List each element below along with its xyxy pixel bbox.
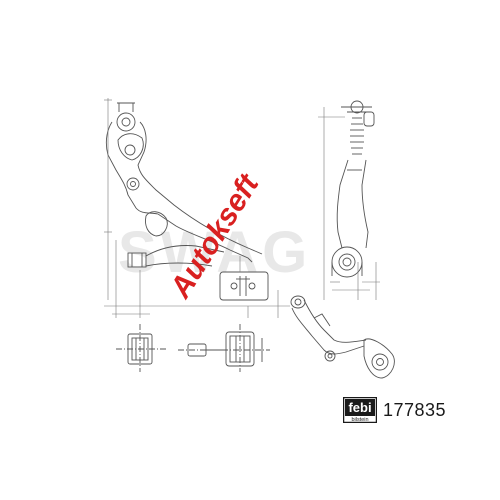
perspective-view-arm xyxy=(290,295,395,379)
front-view-dimensions xyxy=(104,98,290,318)
logo-subtext: bilstein xyxy=(351,417,368,423)
logo-text: febi xyxy=(348,400,371,415)
part-number: 177835 xyxy=(383,400,447,420)
bushing-detail-right xyxy=(178,324,270,372)
bushing-detail-left xyxy=(116,324,166,372)
side-view-arm xyxy=(331,100,375,278)
febi-logo: febi bilstein xyxy=(343,397,377,423)
front-view-arm xyxy=(105,102,269,301)
side-view-dimensions xyxy=(318,107,380,300)
